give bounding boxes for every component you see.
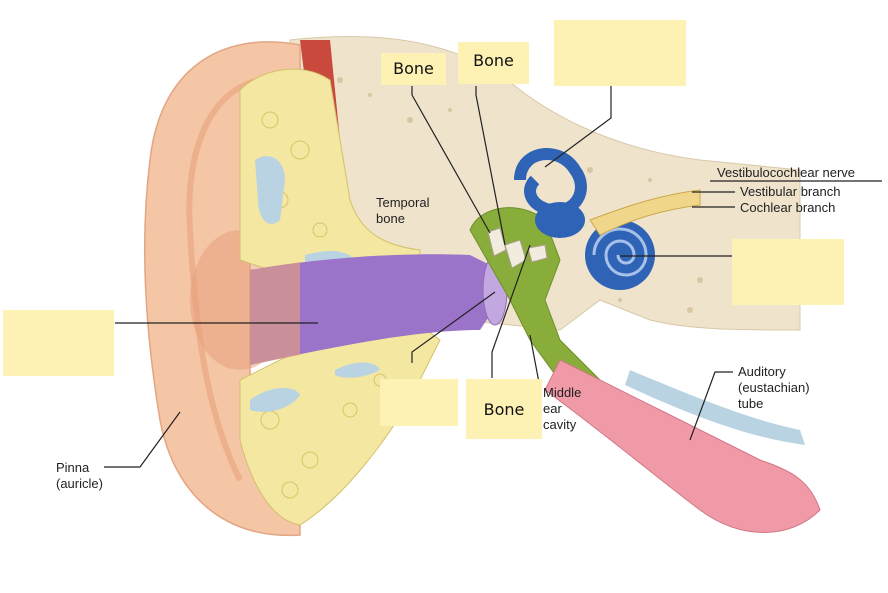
eustachian-tube [544,359,821,533]
answer-box-7[interactable]: Bone [466,379,542,439]
answer-box-7-text: Bone [483,400,525,419]
cartilage-pocket-1 [255,156,285,224]
answer-box-3[interactable] [554,20,686,86]
label-pinna: Pinna (auricle) [56,460,103,491]
answer-box-2-text: Bone [473,51,514,70]
answer-box-1-text: Bone [393,59,434,78]
label-vestibular-branch: Vestibular branch [740,184,841,199]
answer-box-2[interactable]: Bone [458,42,529,84]
label-temporal-bone: Temporal bone [376,195,430,226]
semicircular-canals [514,148,587,217]
label-vestibulocochlear-nerve: Vestibulocochlear nerve [717,165,856,180]
cochlea-spiral [592,227,648,277]
answer-box-5[interactable] [3,310,114,376]
answer-box-6[interactable] [380,379,458,426]
vestibulocochlear-nerve [589,189,701,236]
cartilage-pocket-4 [335,362,380,378]
label-cochlear-branch: Cochlear branch [740,200,836,215]
pinna-inner-fold [186,77,261,482]
inner-ear [514,148,655,290]
canal-fade [250,262,300,365]
label-auditory-tube: Auditory (eustachian) tube [738,364,810,411]
leader-lines [104,86,882,468]
external-auditory-canal [250,254,500,365]
answer-box-4[interactable] [732,239,844,305]
vestibule [535,202,585,238]
fat-texture [260,111,387,499]
fatty-tissue-upper [239,68,421,281]
ossicles [487,227,548,269]
cartilage-pocket-3 [250,388,300,412]
label-middle-ear-cavity: Middle ear cavity [543,385,582,432]
answer-box-1[interactable]: Bone [381,53,446,85]
tube-cartilage [625,370,805,445]
